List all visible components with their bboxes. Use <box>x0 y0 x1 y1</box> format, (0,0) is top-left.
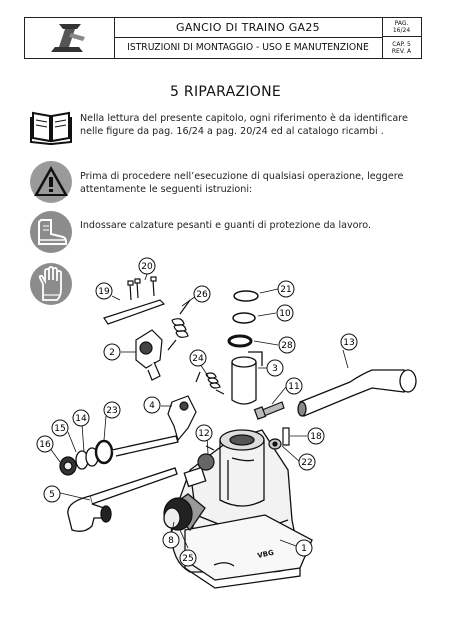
callout-2: 2 <box>103 343 121 361</box>
warning-triangle-icon <box>30 161 72 203</box>
callout-label: 8 <box>168 536 174 546</box>
callout-label: 16 <box>39 440 51 450</box>
callout-16: 16 <box>36 435 54 453</box>
ring-parts <box>227 290 259 348</box>
safety-boot-icon <box>30 211 72 253</box>
cam-part <box>197 445 215 471</box>
sleeve-part <box>163 493 206 532</box>
callout-label: 26 <box>196 290 208 300</box>
callout-label: 12 <box>198 429 209 439</box>
callout-label: 14 <box>75 414 87 424</box>
warning-text: Prima di procedere nell’esecuzione di qu… <box>80 171 404 195</box>
callout-label: 3 <box>272 364 278 374</box>
handle-part <box>67 467 178 532</box>
callout-5: 5 <box>43 485 61 503</box>
washer-parts <box>59 435 179 476</box>
spring-parts <box>167 299 225 395</box>
callout-label: 20 <box>141 262 153 272</box>
section-title: 5 RIPARAZIONE <box>169 84 282 100</box>
page-number: 16/24 <box>392 27 411 34</box>
callout-13: 13 <box>340 333 358 351</box>
callout-label: 5 <box>49 490 55 500</box>
callout-label: 25 <box>182 554 193 564</box>
document-type: ISTRUZIONI DI MONTAGGIO - USO E MANUTENZ… <box>127 42 369 53</box>
callout-label: 22 <box>301 458 312 468</box>
document-header: GANCIO DI TRAINO GA25 ISTRUZIONI DI MONT… <box>24 17 422 59</box>
callout-22: 22 <box>298 453 316 471</box>
book-icon <box>30 104 72 146</box>
callout-label: 10 <box>279 309 291 319</box>
callout-label: 1 <box>301 544 307 554</box>
callout-19: 19 <box>95 282 113 300</box>
callout-label: 4 <box>149 401 155 411</box>
callout-4: 4 <box>143 396 161 414</box>
brand-label: VBG <box>257 549 275 560</box>
safety-text: Indossare calzature pesanti e guanti di … <box>80 220 372 231</box>
callout-20: 20 <box>138 257 156 275</box>
callout-label: 24 <box>192 354 204 364</box>
callout-23: 23 <box>103 401 121 419</box>
lever-part <box>297 369 417 417</box>
logo-mark-icon <box>51 24 85 52</box>
cover-plate-part <box>103 276 166 325</box>
page-number-cell: PAG. 16/24 <box>382 18 421 37</box>
callout-21: 21 <box>277 280 295 298</box>
chapter-revision-cell: CAP. 5 REV. A <box>382 38 421 58</box>
revision-label: REV. A <box>391 48 412 55</box>
callout-10: 10 <box>276 304 294 322</box>
screw-part <box>253 401 285 420</box>
callout-label: 23 <box>106 406 117 416</box>
pin-part <box>231 351 263 405</box>
callout-label: 18 <box>310 432 322 442</box>
callout-12: 12 <box>195 424 213 442</box>
callout-label: 15 <box>54 424 65 434</box>
callout-1: 1 <box>295 539 313 557</box>
callout-18: 18 <box>307 427 325 445</box>
callout-label: 21 <box>280 285 291 295</box>
callout-14: 14 <box>72 409 90 427</box>
small-pin-parts <box>268 427 290 450</box>
callout-24: 24 <box>189 349 207 367</box>
exploded-parts-diagram: VBG <box>36 257 417 589</box>
callout-28: 28 <box>278 336 296 354</box>
page-label: PAG. <box>394 20 409 27</box>
callout-label: 2 <box>109 348 115 358</box>
callout-label: 19 <box>98 287 110 297</box>
callout-26: 26 <box>193 285 211 303</box>
callout-8: 8 <box>162 531 180 549</box>
callout-11: 11 <box>285 377 303 395</box>
product-name: GANCIO DI TRAINO GA25 <box>114 18 382 38</box>
chapter-label: CAP. 5 <box>392 41 411 48</box>
callout-15: 15 <box>51 419 69 437</box>
callout-label: 11 <box>288 382 299 392</box>
callout-label: 28 <box>281 341 293 351</box>
latch-parts <box>135 329 197 442</box>
reading-instructions: Nella lettura del presente capitolo, ogn… <box>80 113 408 137</box>
callout-label: 13 <box>343 338 354 348</box>
part-callouts: 20 19 26 21 10 28 2 24 3 13 4 11 14 23 15 12 18 16 22 5 8 25 1 <box>36 257 358 567</box>
safety-glove-icon <box>30 263 72 305</box>
callout-3: 3 <box>266 359 284 377</box>
callout-25: 25 <box>179 549 197 567</box>
company-logo <box>25 18 115 58</box>
